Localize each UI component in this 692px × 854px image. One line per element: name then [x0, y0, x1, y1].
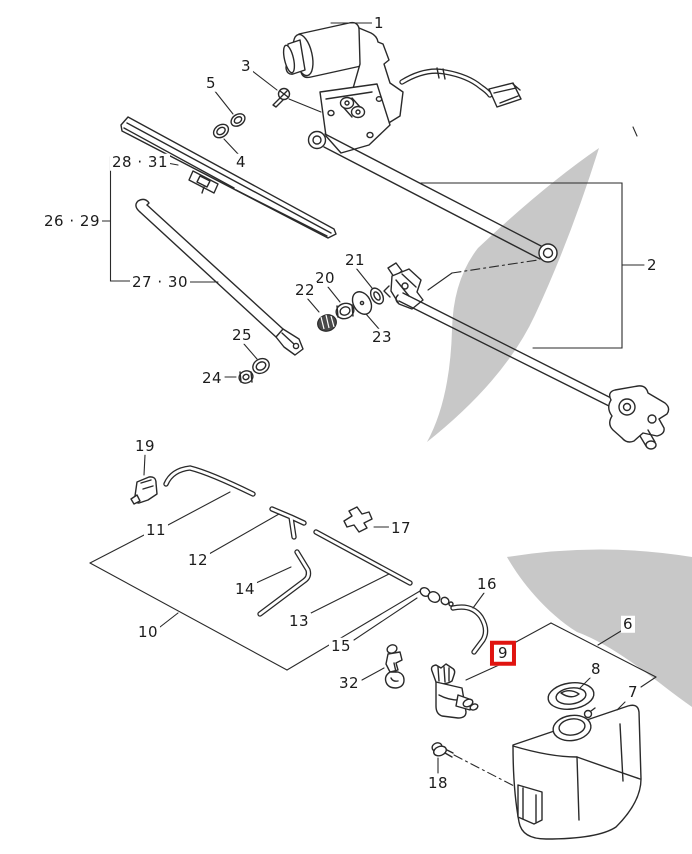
- part-label-19[interactable]: 19: [132, 436, 158, 455]
- part-label-23[interactable]: 23: [369, 327, 395, 346]
- part-label-10[interactable]: 10: [135, 622, 161, 641]
- washer-tank: [512, 682, 642, 840]
- tank-bolt: [431, 742, 454, 758]
- window-pillar-shade: [427, 148, 692, 707]
- washer-nozzle: [130, 476, 158, 505]
- part-label-12[interactable]: 12: [185, 550, 211, 569]
- washer-pump: [430, 663, 479, 719]
- wiper-blade: [120, 116, 337, 239]
- wiper-motor: [282, 21, 404, 154]
- linkage-arm: [307, 130, 558, 263]
- part-label-8[interactable]: 8: [588, 659, 604, 678]
- part-label-21[interactable]: 21: [342, 250, 368, 269]
- part-label-18[interactable]: 18: [425, 773, 451, 792]
- part-label-32[interactable]: 32: [336, 673, 362, 692]
- part-label-27-30[interactable]: 27 · 30: [130, 272, 190, 291]
- part-label-11[interactable]: 11: [143, 520, 169, 539]
- washer-hoses: [163, 465, 489, 655]
- leader-lines: [89, 22, 657, 788]
- part-label-22[interactable]: 22: [292, 280, 318, 299]
- part-label-6[interactable]: 6: [620, 614, 636, 633]
- linkage-rod: [395, 292, 670, 450]
- part-label-4[interactable]: 4: [233, 152, 249, 171]
- part-label-25[interactable]: 25: [229, 325, 255, 344]
- wiper-arm: [135, 198, 304, 356]
- pivot-ring-and-nut: [238, 357, 270, 384]
- part-label-13[interactable]: 13: [286, 611, 312, 630]
- motor-wire-connector: [399, 67, 522, 108]
- part-label-26-29[interactable]: 26 · 29: [42, 211, 102, 230]
- part-label-3[interactable]: 3: [238, 56, 254, 75]
- part-label-28-31[interactable]: 28 · 31: [110, 152, 170, 171]
- part-label-5[interactable]: 5: [203, 73, 219, 92]
- part-label-16[interactable]: 16: [474, 574, 500, 593]
- hose-clamp: [384, 644, 405, 689]
- part-label-20[interactable]: 20: [312, 268, 338, 287]
- part-label-15[interactable]: 15: [328, 636, 354, 655]
- part-label-9-highlighted[interactable]: 9: [489, 640, 517, 666]
- part-label-17[interactable]: 17: [388, 518, 414, 537]
- part-label-1[interactable]: 1: [371, 13, 387, 32]
- part-label-14[interactable]: 14: [232, 579, 258, 598]
- part-label-2[interactable]: 2: [644, 255, 660, 274]
- linkage-hardware-stack: [317, 287, 385, 332]
- centerline: [427, 259, 539, 291]
- part-label-24[interactable]: 24: [199, 368, 225, 387]
- bolt-and-washers: [212, 87, 291, 139]
- part-label-7[interactable]: 7: [625, 682, 641, 701]
